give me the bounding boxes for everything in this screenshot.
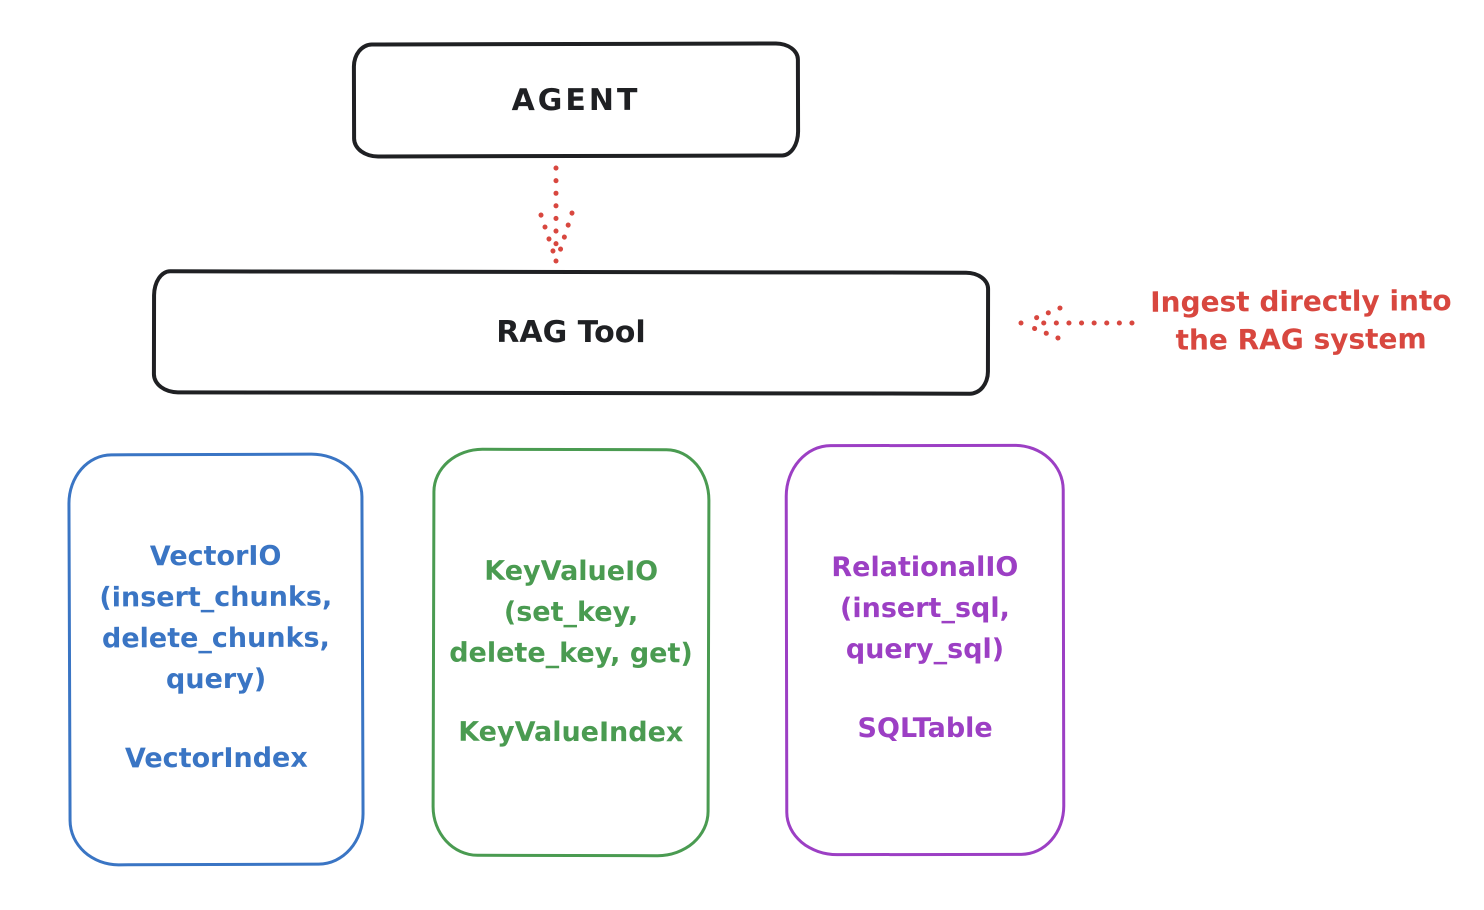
vectorio-methods-line: (insert_chunks, bbox=[99, 581, 333, 614]
keyvalueio-index-label: KeyValueIndex bbox=[458, 716, 684, 749]
agent-label: AGENT bbox=[511, 82, 641, 118]
relationalio-node: RelationalIO (insert_sql, query_sql) SQL… bbox=[784, 443, 1066, 857]
keyvalueio-title-line: KeyValueIO bbox=[484, 555, 659, 588]
vectorio-methods-line: delete_chunks, bbox=[101, 622, 330, 655]
vectorio-methods-line: query) bbox=[165, 663, 267, 696]
relationalio-methods-line: (insert_sql, bbox=[839, 592, 1010, 625]
annotation-line-2: the RAG system bbox=[1175, 322, 1427, 357]
agent-node: AGENT bbox=[351, 41, 801, 159]
vectorio-title-line: VectorIO bbox=[149, 540, 282, 573]
relationalio-title-line: RelationalIO bbox=[831, 551, 1019, 584]
rag-tool-node: RAG Tool bbox=[151, 269, 991, 396]
keyvalueio-methods-line: delete_key, get) bbox=[449, 637, 693, 670]
annotation-text: Ingest directly into the RAG system bbox=[1138, 282, 1464, 360]
relationalio-methods-line: query_sql) bbox=[845, 633, 1005, 666]
relationalio-index-label: SQLTable bbox=[857, 712, 993, 745]
annotation-line-1: Ingest directly into bbox=[1150, 284, 1452, 319]
rag-tool-label: RAG Tool bbox=[496, 314, 646, 351]
vectorio-node: VectorIO (insert_chunks, delete_chunks, … bbox=[67, 452, 365, 867]
annotation-to-ragtool-arrow-icon bbox=[1018, 305, 1135, 341]
keyvalueio-methods-line: (set_key, bbox=[503, 596, 639, 629]
vectorio-index-label: VectorIndex bbox=[124, 742, 308, 775]
keyvalueio-node: KeyValueIO (set_key, delete_key, get) Ke… bbox=[431, 447, 711, 858]
agent-to-ragtool-arrow-icon bbox=[538, 165, 575, 264]
